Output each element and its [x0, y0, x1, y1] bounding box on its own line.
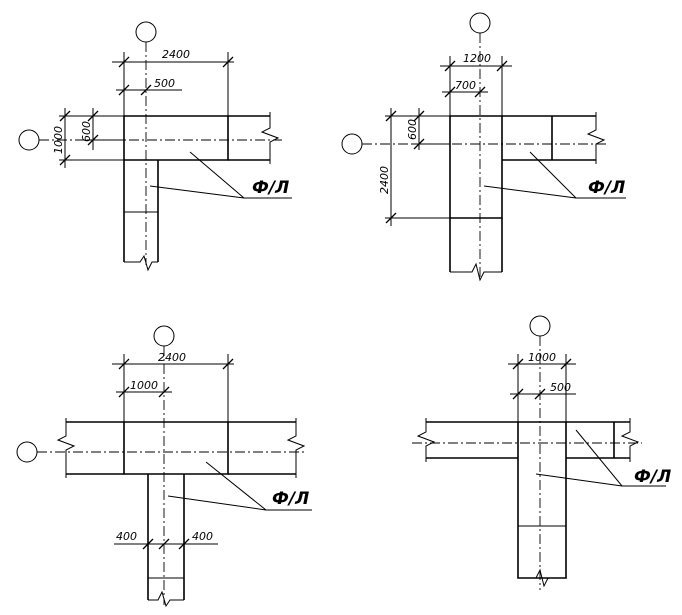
axis-bubble-horizontal	[16, 441, 38, 463]
foundation-pad	[123, 115, 229, 161]
detail-label: Ф/Л	[272, 489, 309, 509]
detail-2: 1200 700 600 2400 Ф/Л	[341, 12, 626, 282]
dimension-line-2400	[385, 108, 450, 226]
dimension-line-1000	[508, 354, 576, 422]
break-mark	[450, 262, 502, 282]
dimension-line-1000	[59, 108, 124, 168]
foundation-strip-horizontal	[228, 115, 270, 161]
foundation-strip-horizontal	[502, 115, 596, 161]
dimension-text: 2400	[162, 48, 190, 61]
leader-line	[149, 151, 292, 199]
dimension-text: 400	[192, 530, 213, 543]
break-mark	[124, 254, 158, 272]
dimension-text: 2400	[158, 351, 186, 364]
foundation-pad	[449, 115, 503, 219]
axis-bubble-vertical	[529, 315, 551, 337]
axis-bubble-horizontal	[18, 129, 40, 151]
dimension-text: 500	[154, 77, 175, 90]
break-mark	[620, 418, 640, 462]
foundation-strip-vertical	[449, 218, 503, 272]
break-mark	[518, 568, 566, 588]
axis-bubble-horizontal	[341, 133, 363, 155]
break-mark	[148, 590, 184, 608]
break-mark	[586, 112, 606, 164]
dimension-line-500	[116, 82, 182, 116]
dimension-text: 1000	[52, 126, 65, 154]
foundation-strip-horizontal	[426, 421, 630, 459]
dimension-text: 700	[455, 79, 476, 92]
leader-line	[483, 151, 626, 199]
foundation-strip-vertical	[123, 160, 159, 262]
detail-1: 2400 500 600 1000 Ф/Л	[18, 21, 292, 272]
detail-label: Ф/Л	[588, 178, 625, 198]
axis-bubble-vertical	[153, 325, 175, 347]
dimension-text: 1200	[463, 52, 491, 65]
foundation-pad	[517, 421, 567, 579]
foundation-strip-horizontal	[66, 421, 296, 475]
detail-label: Ф/Л	[252, 178, 289, 198]
dimension-text: 600	[80, 121, 93, 142]
dimension-text: 2400	[378, 166, 391, 194]
dimension-text: 400	[116, 530, 137, 543]
dimension-text: 600	[406, 119, 419, 140]
foundation-strip-vertical	[147, 474, 185, 600]
detail-4: 1000 500 Ф/Л	[412, 315, 671, 590]
dimension-line-1000	[116, 384, 172, 422]
leader-line	[167, 461, 312, 511]
foundation-pad	[123, 421, 229, 475]
axis-bubble-vertical	[469, 12, 491, 34]
axis-bubble-vertical	[135, 21, 157, 43]
dimension-text: 1000	[528, 351, 556, 364]
dimension-text: 500	[550, 381, 571, 394]
leader-line	[535, 429, 666, 487]
break-mark	[56, 418, 76, 478]
detail-3: 2400 1000 400 400 Ф/Л	[16, 325, 312, 608]
detail-label: Ф/Л	[634, 467, 671, 487]
break-mark	[286, 418, 306, 478]
dimension-text: 1000	[130, 379, 158, 392]
break-mark	[260, 112, 280, 164]
break-mark	[416, 418, 436, 462]
